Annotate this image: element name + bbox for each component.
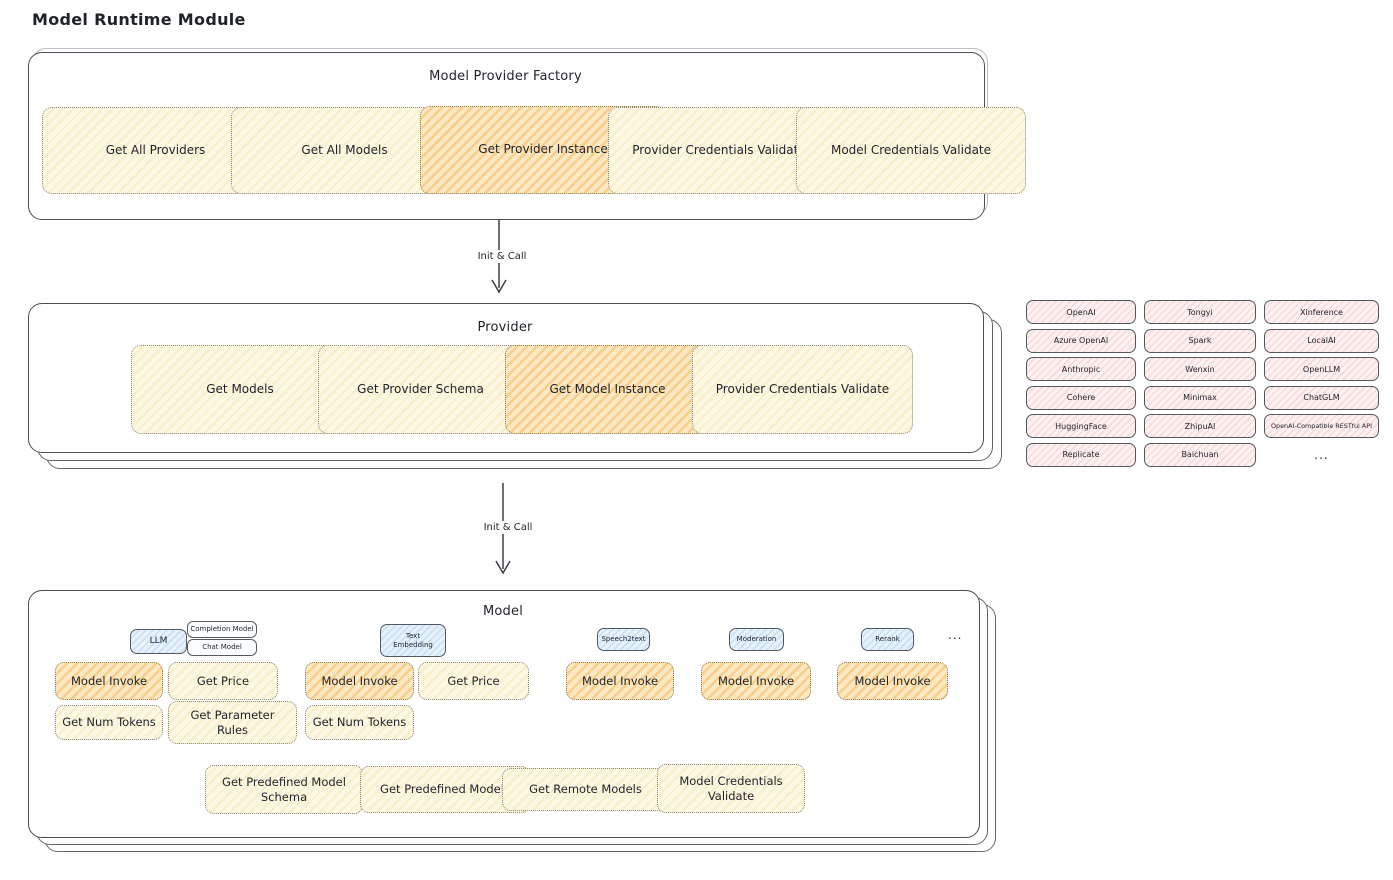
model-op-llm-model-invoke: Model Invoke <box>55 662 163 700</box>
model-type-badge-llm: LLM <box>130 629 187 654</box>
provider-chip-wenxin: Wenxin <box>1144 357 1256 382</box>
provider-chip-baichuan: Baichuan <box>1144 442 1256 467</box>
model-type-badge-completion-model: Completion Model <box>187 621 257 638</box>
model-types-ellipsis: ... <box>948 628 963 642</box>
provider-list: OpenAI Tongyi Xinference Azure OpenAI Sp… <box>1026 300 1379 467</box>
model-op-embedding-model-invoke: Model Invoke <box>305 662 414 700</box>
model-op-llm-get-num-tokens: Get Num Tokens <box>55 705 163 740</box>
model-op-embedding-get-num-tokens: Get Num Tokens <box>305 705 414 740</box>
model-op-model-credentials-validate: Model Credentials Validate <box>657 764 805 813</box>
provider-chip-anthropic: Anthropic <box>1026 357 1136 382</box>
model-op-embedding-get-price: Get Price <box>418 662 529 700</box>
model-op-get-predefined-models: Get Predefined Models <box>360 766 530 813</box>
factory-button-provider-credentials-validate: Provider Credentials Validate <box>608 107 830 194</box>
provider-chip-xinference: Xinference <box>1264 300 1379 324</box>
model-heading: Model <box>482 604 524 619</box>
provider-heading: Provider <box>477 320 533 335</box>
model-op-llm-get-parameter-rules: Get Parameter Rules <box>168 701 297 744</box>
provider-chip-chatglm: ChatGLM <box>1264 385 1379 410</box>
provider-list-ellipsis: ... <box>1314 447 1329 462</box>
provider-chip-cohere: Cohere <box>1026 385 1136 410</box>
model-op-moderation-model-invoke: Model Invoke <box>701 662 811 700</box>
model-type-badge-moderation: Moderation <box>729 628 784 651</box>
model-type-badge-speech2text: Speech2text <box>597 628 650 651</box>
provider-chip-azure-openai: Azure OpenAI <box>1026 328 1136 353</box>
model-op-llm-get-price: Get Price <box>168 662 278 700</box>
model-op-get-remote-models: Get Remote Models <box>502 768 669 811</box>
provider-chip-huggingface: HuggingFace <box>1026 414 1136 439</box>
provider-chip-spark: Spark <box>1144 328 1256 353</box>
provider-chip-openai: OpenAI <box>1026 300 1136 324</box>
provider-button-provider-credentials-validate: Provider Credentials Validate <box>692 345 913 434</box>
provider-chip-tongyi: Tongyi <box>1144 300 1256 324</box>
provider-chip-localai: LocalAI <box>1264 328 1379 353</box>
model-op-get-predefined-model-schema: Get Predefined Model Schema <box>205 765 363 814</box>
model-op-speech2text-model-invoke: Model Invoke <box>566 662 674 700</box>
model-type-badge-text-embedding: Text Embedding <box>380 624 446 657</box>
model-type-badge-chat-model: Chat Model <box>187 639 257 656</box>
provider-button-get-provider-schema: Get Provider Schema <box>318 345 523 434</box>
factory-button-model-credentials-validate: Model Credentials Validate <box>796 107 1026 194</box>
model-type-badge-rerank: Rerank <box>861 628 914 651</box>
provider-chip-zhipuai: ZhipuAI <box>1144 414 1256 439</box>
provider-button-get-models: Get Models <box>131 345 349 434</box>
factory-heading: Model Provider Factory <box>429 69 582 84</box>
provider-chip-replicate: Replicate <box>1026 442 1136 467</box>
init-call-arrow-1-label: Init & Call <box>463 250 541 263</box>
provider-chip-minimax: Minimax <box>1144 385 1256 410</box>
model-op-rerank-model-invoke: Model Invoke <box>837 662 948 700</box>
page-title: Model Runtime Module <box>32 10 246 29</box>
provider-chip-openllm: OpenLLM <box>1264 357 1379 382</box>
provider-button-get-model-instance: Get Model Instance <box>505 345 710 434</box>
provider-chip-openai-compatible-restful-api: OpenAI-Compatible RESTful API <box>1264 414 1379 439</box>
init-call-arrow-2-label: Init & Call <box>469 521 547 534</box>
